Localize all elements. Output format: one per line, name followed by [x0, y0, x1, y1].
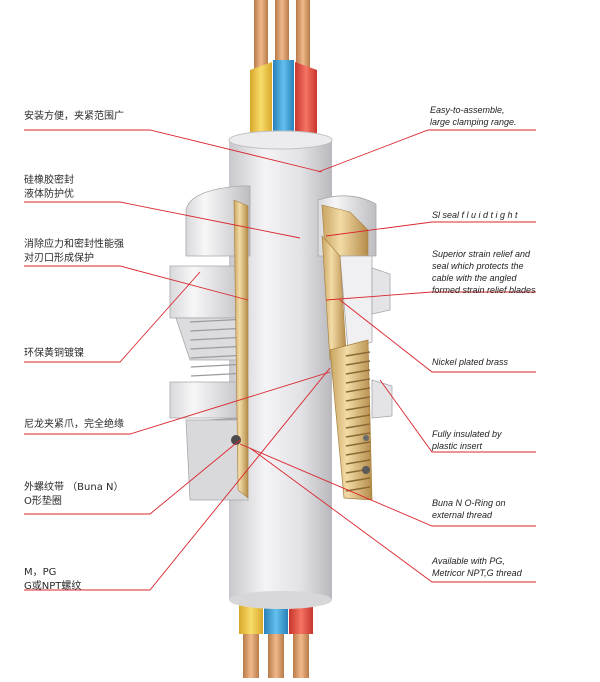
label-strain-relief-en: Superior strain relief and seal which pr… — [432, 248, 536, 296]
label-line: 尼龙夹紧爪，完全绝缘 — [24, 419, 124, 430]
label-line: 对刃口形成保护 — [24, 253, 94, 264]
label-line: 消除应力和密封性能强 — [24, 239, 124, 250]
thread-line — [345, 450, 371, 456]
thread-line — [345, 351, 371, 357]
label-line: seal which protects the — [432, 261, 524, 271]
label-thread-en: Available with PG, Metricor NPT,G thread — [432, 555, 522, 579]
label-line: 环保黄铜镀镍 — [24, 348, 84, 359]
leader-lines — [24, 129, 536, 591]
leader-line — [24, 439, 241, 515]
label-nickel-brass-en: Nickel plated brass — [432, 356, 508, 368]
leader-line — [24, 265, 249, 301]
leader-line — [317, 129, 536, 173]
thread-line — [345, 360, 371, 366]
label-insulated-en: Fully insulated by plastic insert — [432, 428, 502, 452]
label-line: O形垫圈 — [24, 496, 62, 507]
label-thread-cn: M，PG G或NPT螺纹 — [24, 566, 81, 594]
label-line: Superior strain relief and — [432, 249, 531, 259]
label-line: Easy-to-assemble, — [430, 105, 505, 115]
label-line: Nickel plated brass — [432, 357, 509, 367]
label-line: M，PG — [24, 567, 57, 578]
copper-conductors-bottom — [243, 630, 309, 678]
leader-line — [24, 129, 323, 173]
thread-line — [345, 441, 371, 447]
label-strain-relief-cn: 消除应力和密封性能强 对刃口形成保护 — [24, 238, 124, 266]
label-line: formed strain relief blades — [432, 285, 536, 295]
label-line: large clamping range. — [430, 117, 517, 127]
label-oring-en: Buna N O-Ring on external thread — [432, 497, 506, 521]
label-line: Sl seal f l u i d t i g h t — [432, 210, 518, 220]
o-ring — [231, 435, 241, 445]
thread-line — [345, 387, 371, 393]
label-nickel-brass-cn: 环保黄铜镀镍 — [24, 347, 84, 361]
thread-line — [345, 405, 371, 411]
leader-line — [249, 447, 536, 583]
thread-line — [345, 414, 371, 420]
thread-line — [345, 369, 371, 375]
label-oring-cn: 外螺纹带 （Buna N） O形垫圈 — [24, 481, 124, 509]
label-line: plastic insert — [432, 441, 483, 451]
label-silicone-seal-cn: 硅橡胶密封 液体防护优 — [24, 174, 74, 202]
thread-line — [345, 378, 371, 384]
leader-line — [325, 221, 536, 237]
thread-line — [345, 486, 371, 492]
label-line: 安装方便，夹紧范围广 — [24, 111, 124, 122]
label-line: 硅橡胶密封 — [24, 175, 74, 186]
label-line: G或NPT螺纹 — [24, 581, 82, 592]
leader-line — [24, 271, 201, 363]
leader-line — [24, 367, 331, 591]
leader-line — [24, 371, 331, 435]
label-line: external thread — [432, 510, 493, 520]
label-line: 外螺纹带 （Buna N） — [24, 482, 124, 493]
thread-line — [345, 432, 371, 438]
leader-line — [379, 379, 536, 453]
thread-line — [345, 459, 371, 465]
leader-line — [339, 299, 536, 373]
label-line: 液体防护优 — [24, 189, 74, 200]
gland-left-half — [169, 185, 251, 501]
thread-line — [345, 423, 371, 429]
thread-line — [345, 396, 371, 402]
leader-line — [24, 201, 301, 239]
label-easy-install-cn: 安装方便，夹紧范围广 — [24, 110, 124, 124]
label-line: cable with the angled — [432, 273, 517, 283]
leader-line — [325, 291, 536, 301]
label-easy-assemble-en: Easy-to-assemble, large clamping range. — [430, 104, 517, 128]
label-line: Buna N O-Ring on — [432, 498, 506, 508]
label-line: Fully insulated by — [432, 429, 502, 439]
copper-conductors-top — [254, 0, 310, 70]
gland-right-half-cutaway — [231, 195, 393, 501]
label-nylon-clamp-cn: 尼龙夹紧爪，完全绝缘 — [24, 418, 124, 432]
thread-line — [345, 477, 371, 483]
leader-line — [239, 443, 536, 527]
label-line: Available with PG, — [432, 556, 505, 566]
insulated-wires-top — [250, 60, 317, 150]
label-seal-fluidtight-en: Sl seal f l u i d t i g h t — [432, 209, 518, 221]
label-line: Metricor NPT,G thread — [432, 568, 522, 578]
